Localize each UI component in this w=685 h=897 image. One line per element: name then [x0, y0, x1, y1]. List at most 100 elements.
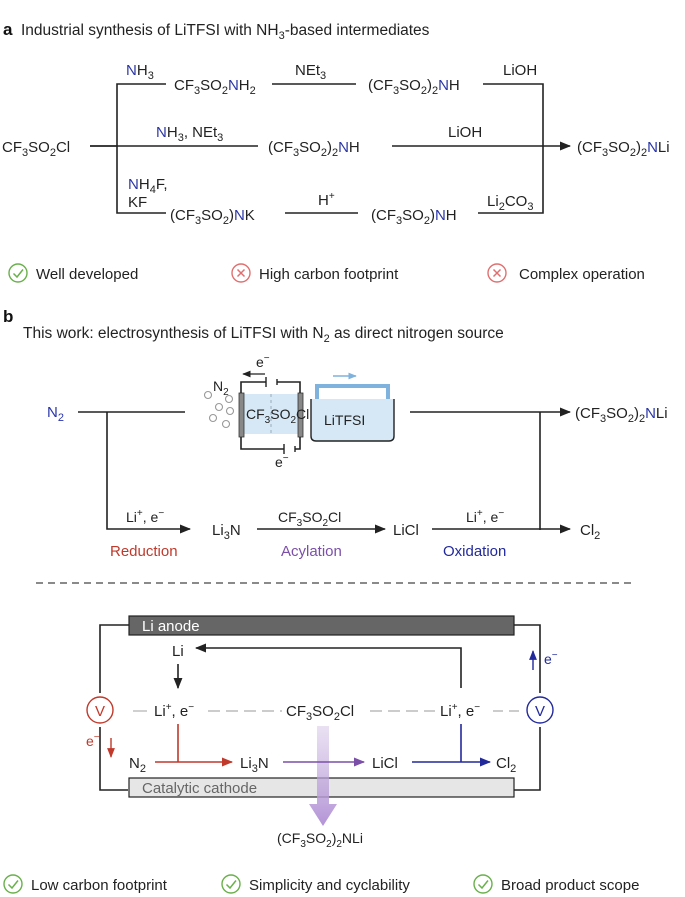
cycle-product: (CF3SO2)2NLi [277, 830, 363, 850]
product-release-arrow [309, 726, 337, 826]
bubble [224, 394, 234, 404]
e-right: e− [544, 650, 558, 667]
check-mark [225, 880, 237, 890]
e-left: e− [86, 732, 100, 749]
reagent-nh3-net3-middle: NH3, NEt3 [156, 124, 223, 144]
check-icon [3, 874, 23, 894]
cycle-center-reagent: CF3SO2Cl [286, 703, 354, 723]
panel-b-title: This work: electrosynthesis of LiTFSI wi… [23, 325, 504, 345]
reagent-lioh-top: LiOH [503, 62, 537, 79]
feature-well-developed: Well developed [8, 263, 138, 283]
cycle-diagram: Li anode Catalytic cathode Li V V e− e− … [86, 615, 558, 850]
top-wire [240, 381, 301, 393]
step-reduction: Reduction [110, 543, 178, 560]
e-top: e− [256, 353, 270, 370]
feature-label: Broad product scope [501, 877, 639, 894]
inter-cf3so2nh2: CF3SO2NH2 [174, 77, 256, 97]
litfsi-box-label: LiTFSI [324, 412, 365, 428]
cl2-step: Cl2 [580, 522, 600, 542]
route-bottom-start [116, 146, 166, 214]
check-icon [221, 874, 241, 894]
cycle-li: Li [172, 643, 184, 660]
feature-complex-operation: Complex operation [487, 263, 645, 283]
step-acylation: Acylation [281, 543, 342, 560]
cathode-plate [238, 392, 245, 438]
e-bottom: e− [275, 453, 289, 470]
li-anode [128, 615, 515, 636]
catalytic-cathode-label: Catalytic cathode [142, 780, 257, 797]
reagent-cf3so2cl-step: CF3SO2Cl [278, 509, 341, 529]
route-top-start [90, 83, 166, 147]
reagent-kf: KF [128, 194, 147, 211]
reagent-nh3-top: NH3 [126, 62, 154, 82]
feature-simplicity: Simplicity and cyclability [221, 874, 410, 894]
bubble [208, 413, 218, 423]
voltmeter-left-label: V [95, 703, 105, 720]
li-anode-label: Li anode [142, 618, 200, 635]
li-return-arrow [194, 643, 462, 688]
step-oxidation: Oxidation [443, 543, 506, 560]
check-mark [12, 269, 24, 279]
left-circuit-wire [99, 624, 129, 791]
feature-label: Simplicity and cyclability [249, 877, 410, 894]
route-bottom-end [478, 146, 544, 214]
licl-step: LiCl [393, 522, 419, 539]
check-mark [7, 880, 19, 890]
bubble [214, 402, 224, 412]
feature-label: High carbon footprint [259, 266, 399, 283]
product-litfsi-b: (CF3SO2)2NLi [575, 405, 668, 425]
check-mark [477, 880, 489, 890]
start-cf3so2cl: CF3SO2Cl [2, 139, 70, 159]
check-icon [473, 874, 493, 894]
li3n-step: Li3N [212, 522, 241, 542]
feature-label: Complex operation [519, 266, 645, 283]
inter-tfsih-middle: (CF3SO2)2NH [268, 139, 360, 159]
cross-icon [231, 263, 251, 283]
reagent-li-e-1: Li+, e− [126, 508, 164, 525]
cross-icon [487, 263, 507, 283]
litfsi-beaker [310, 399, 395, 442]
n2-to-li3n-arrow [106, 412, 192, 534]
bubble [203, 390, 213, 400]
inter-cf3so2nh: (CF3SO2)NH [371, 207, 457, 227]
check-icon [8, 263, 28, 283]
feature-broad-scope: Broad product scope [473, 874, 639, 894]
cell-electrolyte: CF3SO2Cl [246, 406, 309, 426]
n2-start: N2 [47, 404, 64, 424]
panel-a-label: a [3, 20, 13, 39]
electrochemical-cell: N2 e− e− CF3SO2Cl LiTFSI [203, 353, 395, 470]
feature-label: Low carbon footprint [31, 877, 168, 894]
bubble [225, 406, 235, 416]
feature-high-carbon: High carbon footprint [231, 263, 399, 283]
cross-mark [236, 268, 246, 278]
cycle-li3n: Li3N [240, 755, 269, 775]
inter-tfsih-top: (CF3SO2)2NH [368, 77, 460, 97]
inter-cf3so2nk: (CF3SO2)NK [170, 207, 255, 227]
cell-n2: N2 [213, 378, 229, 398]
route-top-end [483, 83, 544, 146]
transfer-pipe [315, 384, 390, 402]
reagent-li-e-2: Li+, e− [466, 508, 504, 525]
panel-a-title: Industrial synthesis of LiTFSI with NH3-… [21, 22, 430, 42]
cycle-left-ion: Li+, e− [154, 702, 194, 720]
reagent-lioh-middle: LiOH [448, 124, 482, 141]
voltmeter-right [526, 696, 554, 724]
voltmeter-left [86, 696, 114, 724]
bottom-wire [240, 437, 301, 450]
reagent-li2co3: Li2CO3 [487, 193, 533, 213]
bubble [221, 419, 231, 429]
voltmeter-right-label: V [535, 703, 545, 720]
cycle-licl: LiCl [372, 755, 398, 772]
right-circuit-wire [514, 624, 541, 791]
reagent-net3-top: NEt3 [295, 62, 326, 82]
feature-low-carbon: Low carbon footprint [3, 874, 168, 894]
product-litfsi-a: (CF3SO2)2NLi [577, 139, 670, 159]
cycle-n2: N2 [129, 755, 146, 775]
panel-b-label: b [3, 307, 13, 326]
cross-mark [492, 268, 502, 278]
reagent-nh4f: NH4F, [128, 176, 167, 196]
cycle-cl2: Cl2 [496, 755, 516, 775]
reagent-h-plus: H+ [318, 191, 335, 209]
cycle-right-ion: Li+, e− [440, 702, 480, 720]
